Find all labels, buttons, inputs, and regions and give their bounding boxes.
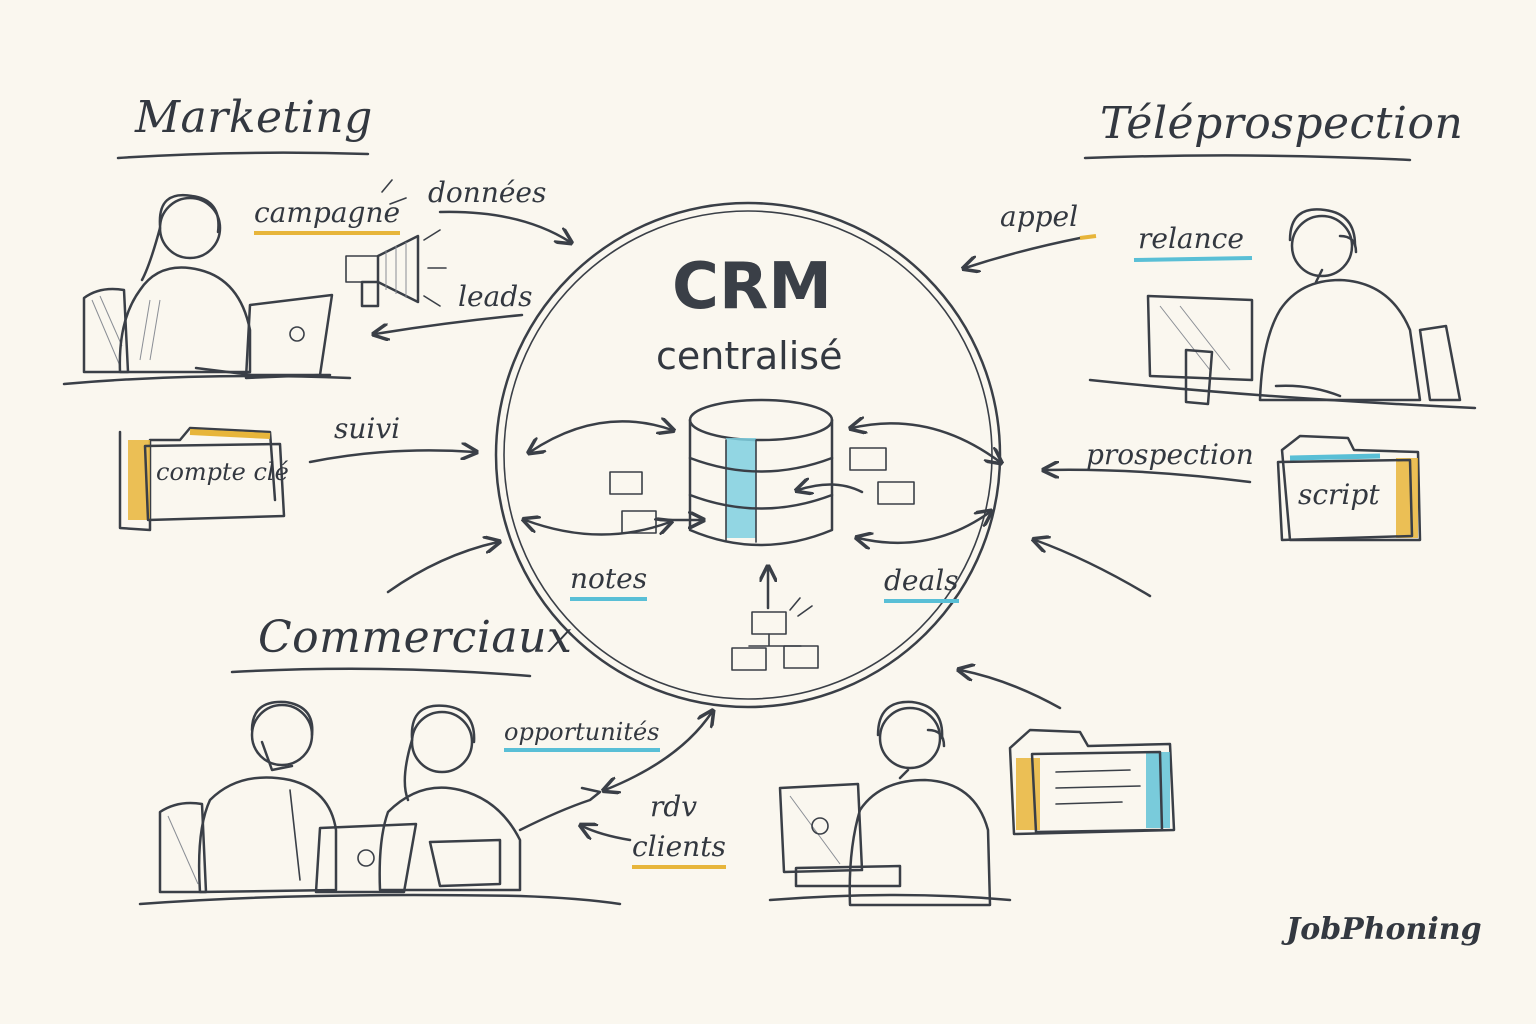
teleprospector-top bbox=[1088, 208, 1477, 410]
script-folder-icon bbox=[1276, 434, 1422, 542]
crm-subtitle: centralisé bbox=[656, 334, 843, 378]
label-donnees: données bbox=[428, 176, 547, 209]
label-rdv: rdv bbox=[650, 790, 698, 823]
label-compte-cle: compte clé bbox=[156, 458, 289, 486]
crm-title: CRM bbox=[672, 250, 832, 324]
label-appel: appel bbox=[1000, 200, 1079, 233]
label-notes: notes bbox=[570, 562, 648, 601]
marketing-person bbox=[62, 193, 352, 386]
jobphoning-logo: JobPhoning bbox=[1286, 912, 1482, 947]
label-opportunites: opportunités bbox=[504, 718, 660, 752]
label-leads: leads bbox=[458, 280, 533, 313]
teleprospector-bottom bbox=[768, 700, 1012, 907]
label-prospection: prospection bbox=[1086, 438, 1254, 471]
data-cards bbox=[609, 447, 915, 671]
section-title-teleprospection: Téléprospection bbox=[1100, 98, 1464, 149]
label-clients: clients bbox=[632, 830, 726, 869]
files-stack-icon bbox=[1008, 728, 1176, 836]
folder-icon bbox=[118, 426, 286, 532]
label-campagne: campagne bbox=[254, 196, 401, 235]
database-icon bbox=[688, 398, 834, 547]
internal-arrows bbox=[525, 421, 1000, 610]
section-title-commerciaux: Commerciaux bbox=[258, 612, 573, 663]
title-underlines bbox=[116, 151, 1412, 678]
label-script: script bbox=[1298, 478, 1380, 511]
sales-people bbox=[138, 700, 622, 906]
section-title-marketing: Marketing bbox=[135, 92, 373, 143]
accent-lines bbox=[1079, 234, 1253, 262]
label-suivi: suivi bbox=[334, 412, 401, 445]
label-relance: relance bbox=[1138, 222, 1244, 255]
label-deals: deals bbox=[884, 564, 959, 603]
external-arrows bbox=[308, 210, 1252, 842]
megaphone-icon bbox=[345, 179, 447, 308]
